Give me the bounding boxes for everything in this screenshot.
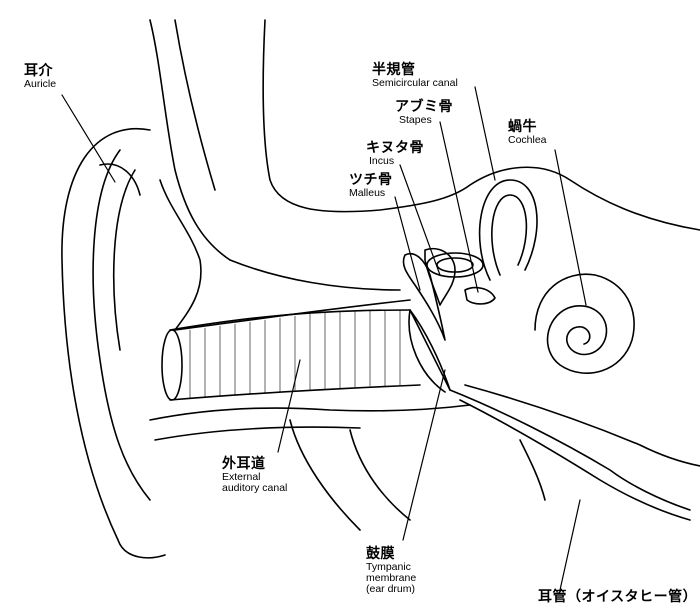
label-malleus: ツチ骨 Malleus [349, 173, 393, 199]
tympanic-membrane-en-2: membrane [366, 571, 417, 584]
leader-malleus [394, 196, 421, 291]
tympanic-membrane-ja: 鼓膜 [366, 546, 395, 562]
leader-cochlea [554, 149, 587, 306]
canal-lower [169, 384, 421, 401]
external-auditory-canal-ja: 外耳道 [222, 456, 266, 472]
skull-outline [149, 19, 231, 261]
auricle-en: Auricle [24, 77, 57, 90]
auricle-inner-fold [92, 149, 151, 501]
semicircular-canal-en: Semicircular canal [372, 76, 458, 89]
leader-incus [399, 164, 441, 276]
external-auditory-canal-en-1: External [222, 470, 261, 483]
leader-tympanic [402, 369, 446, 541]
leader-eustachian [559, 499, 581, 591]
eustachian-tube-ja: 耳管（オイスタヒー管） [538, 589, 698, 605]
cochlea-en: Cochlea [508, 133, 547, 146]
tympanic-membrane-en-3: (ear drum) [366, 582, 416, 595]
label-eustachian-tube: 耳管（オイスタヒー管） [538, 588, 697, 605]
label-stapes: アブミ骨 Stapes [395, 100, 453, 126]
semicircular-canal-ja: 半規管 [372, 62, 416, 78]
stapes-en: Stapes [399, 113, 432, 126]
auricle-outline [61, 127, 166, 559]
leader-stapes [439, 121, 479, 293]
tympanic-membrane-en-1: Tympanic [366, 560, 411, 573]
canal-upper [169, 309, 411, 331]
leader-semicircular [474, 86, 496, 181]
auricle-ridge [112, 169, 136, 351]
auricle-ja: 耳介 [24, 63, 53, 79]
stapes-shape [464, 286, 496, 305]
incus-en: Incus [369, 154, 395, 167]
leader-external-canal [277, 359, 301, 453]
label-external-auditory-canal: 外耳道 External auditory canal [222, 457, 287, 494]
eustachian-tube-shape [449, 389, 691, 511]
label-tympanic-membrane: 鼓膜 Tympanic membrane (ear drum) [366, 547, 416, 595]
semicircular-canal-shape [478, 179, 538, 281]
malleus-shape [402, 253, 446, 341]
malleus-en: Malleus [349, 186, 386, 199]
label-semicircular-canal: 半規管 Semicircular canal [372, 63, 458, 89]
leader-auricle [61, 94, 116, 183]
label-incus: キヌタ骨 Incus [366, 141, 424, 167]
cochlea-ja: 蝸牛 [508, 119, 537, 135]
cochlea-shape [534, 273, 635, 374]
label-auricle: 耳介 Auricle [24, 64, 56, 90]
label-cochlea: 蝸牛 Cochlea [508, 120, 547, 146]
incus-ja: キヌタ骨 [366, 140, 424, 156]
external-auditory-canal-en-2: auditory canal [222, 481, 288, 494]
malleus-ja: ツチ骨 [349, 172, 393, 188]
stapes-ja: アブミ骨 [395, 99, 453, 115]
